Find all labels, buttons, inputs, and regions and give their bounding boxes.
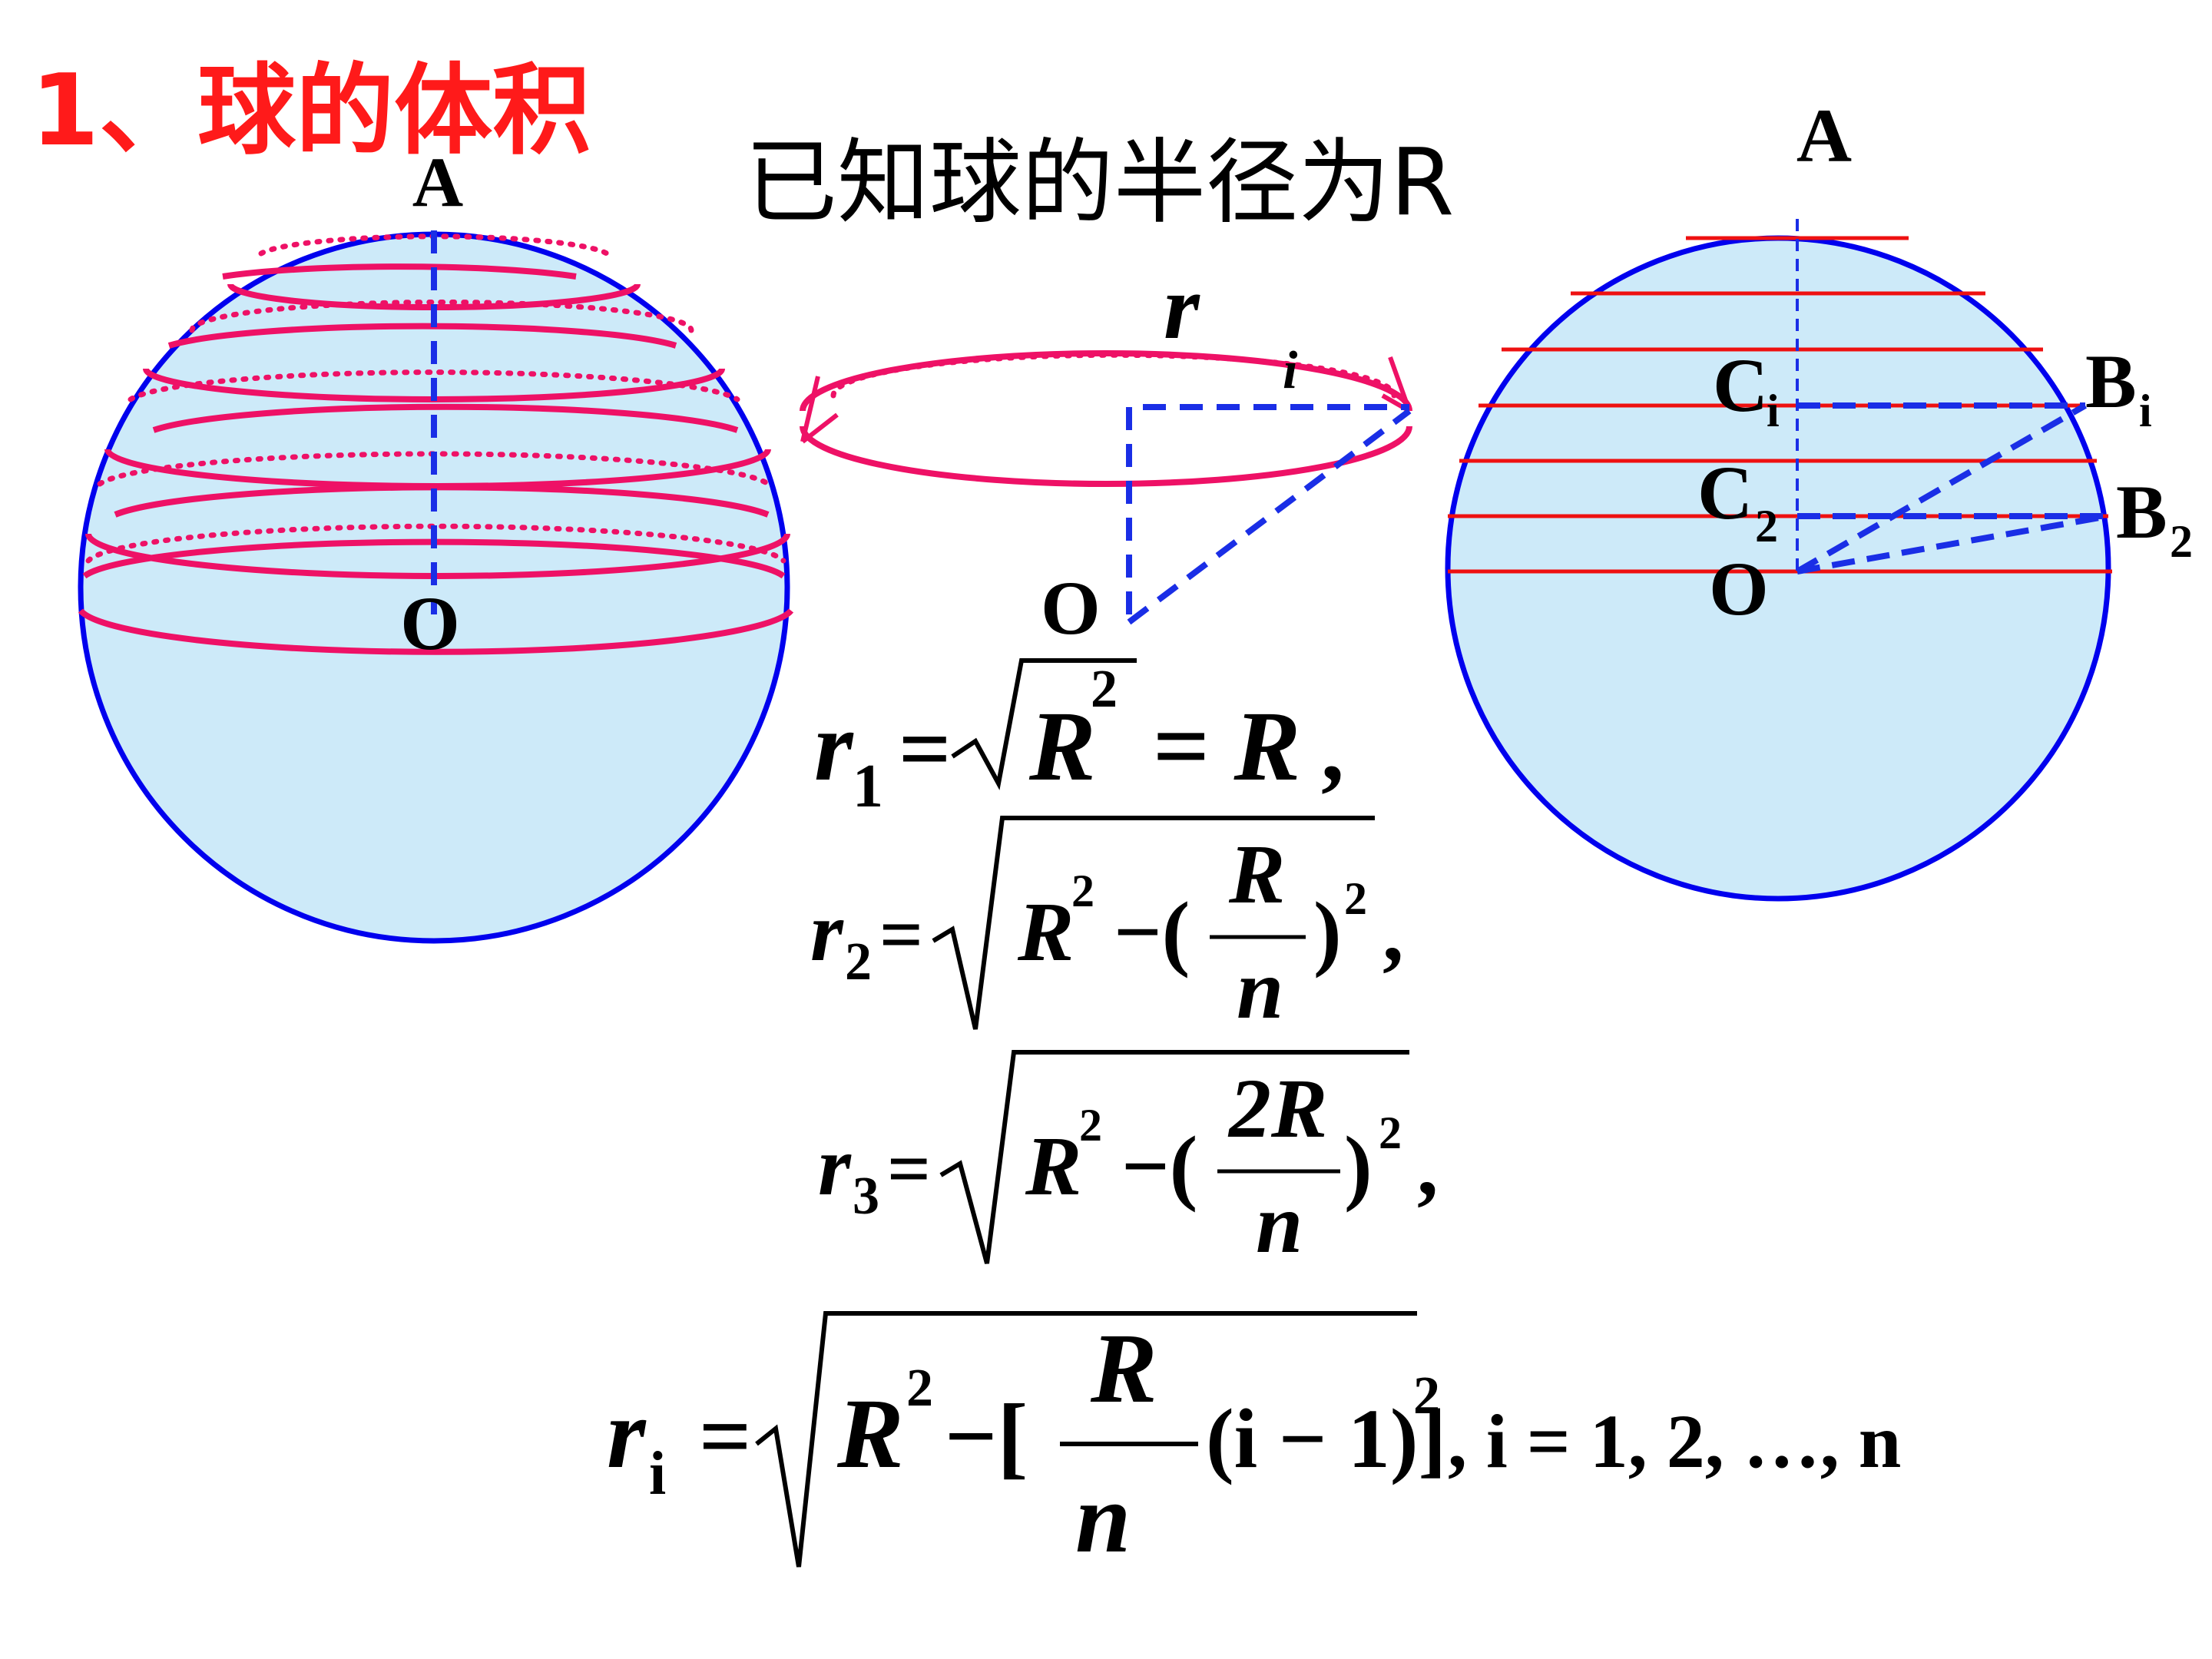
middle-ring: r i O <box>800 256 1412 651</box>
f4-minus: −[ <box>945 1385 1028 1487</box>
slide-title: 1、球的体积 <box>31 54 591 168</box>
left-sphere-rings <box>78 233 794 655</box>
right-label-a: A <box>1796 93 1852 178</box>
right-ob2-dashed <box>1796 513 2109 575</box>
f4-eq: = <box>699 1385 751 1487</box>
ring-label-o: O <box>1041 565 1101 651</box>
f4-rad: R <box>836 1379 904 1489</box>
f3-num: 2R <box>1227 1061 1327 1155</box>
f2-num: R <box>1228 827 1285 921</box>
f1-tail: , <box>1321 697 1344 800</box>
ring-radius-dashed <box>1126 404 1409 614</box>
ring-slant-dashed <box>1127 408 1412 625</box>
right-sphere: A C i C 2 B i B 2 O <box>1445 93 2193 902</box>
ring-label-r-sub: i <box>1283 341 1298 400</box>
left-label-a: A <box>412 143 463 221</box>
f3-exp2: 2 <box>1379 1108 1402 1158</box>
right-label-c2-sub: 2 <box>1755 501 1778 551</box>
f4-exp: 2 <box>906 1359 933 1418</box>
f2-exp2: 2 <box>1344 873 1367 924</box>
right-label-c2: C <box>1697 450 1753 535</box>
ring-back-arc <box>800 350 1412 412</box>
formula-r3: r 3 = R 2 −( 2R n ) 2 , <box>818 1050 1439 1270</box>
f3-minus: −( <box>1121 1119 1197 1213</box>
f4-den: n <box>1075 1463 1131 1574</box>
f2-close: ) <box>1313 885 1342 979</box>
f1-rhs: = R <box>1152 691 1300 802</box>
right-sphere-outline <box>1445 235 2111 902</box>
f2-lhs: r <box>810 885 844 979</box>
f4-mid: (i − 1)] <box>1206 1392 1446 1485</box>
right-ob1-dashed <box>1796 402 2087 575</box>
formula-r1: r 1 = R 2 = R , <box>814 658 1344 820</box>
right-label-b2-sub: 2 <box>2170 516 2193 567</box>
f3-close: ) <box>1344 1119 1373 1213</box>
formula-r2: r 2 = R 2 −( R n ) 2 , <box>810 816 1404 1036</box>
f3-sub: 3 <box>853 1167 879 1226</box>
f3-exp: 2 <box>1079 1100 1102 1151</box>
f2-sub: 2 <box>845 932 872 992</box>
f4-sub: i <box>649 1440 666 1508</box>
f2-den: n <box>1237 942 1283 1036</box>
slide-subtitle: 已知球的半径为R <box>745 130 1455 237</box>
f3-rad: R <box>1025 1119 1081 1213</box>
f2-minus: −( <box>1114 885 1190 979</box>
right-label-o: O <box>1709 546 1769 631</box>
f1-sub: 1 <box>853 753 883 820</box>
right-label-c1-sub: i <box>1767 386 1780 436</box>
f3-eq: = <box>887 1126 931 1211</box>
f2-tail: , <box>1382 885 1404 979</box>
f2-eq: = <box>879 892 923 977</box>
left-sphere: A O <box>78 143 794 944</box>
f1-lhs: r <box>814 691 854 802</box>
f3-tail: , <box>1417 1119 1439 1213</box>
f1-exp: 2 <box>1091 660 1118 719</box>
ring-label-r: r <box>1164 256 1200 358</box>
f4-lhs: r <box>607 1379 647 1489</box>
right-label-b1: B <box>2085 339 2137 424</box>
f2-rad: R <box>1017 885 1074 979</box>
f3-lhs: r <box>818 1119 852 1213</box>
right-label-c1: C <box>1713 343 1768 428</box>
f4-tail: , i = 1, 2, …, n <box>1448 1399 1901 1484</box>
left-label-o: O <box>400 581 460 666</box>
ring-dotted-arc <box>830 352 1397 399</box>
right-label-b2: B <box>2116 469 2167 555</box>
f4-num: R <box>1090 1313 1157 1424</box>
f4-exp2: 2 <box>1413 1366 1440 1426</box>
right-label-b1-sub: i <box>2139 386 2152 436</box>
f1-rad: R <box>1028 691 1096 802</box>
f2-exp: 2 <box>1071 866 1094 916</box>
f3-den: n <box>1256 1177 1303 1270</box>
ring-front-arc <box>800 426 1412 487</box>
f1-eq: = <box>899 697 951 800</box>
formula-ri: r i = R 2 −[ R n (i − 1)] 2 , i = 1, 2, … <box>607 1311 1901 1574</box>
